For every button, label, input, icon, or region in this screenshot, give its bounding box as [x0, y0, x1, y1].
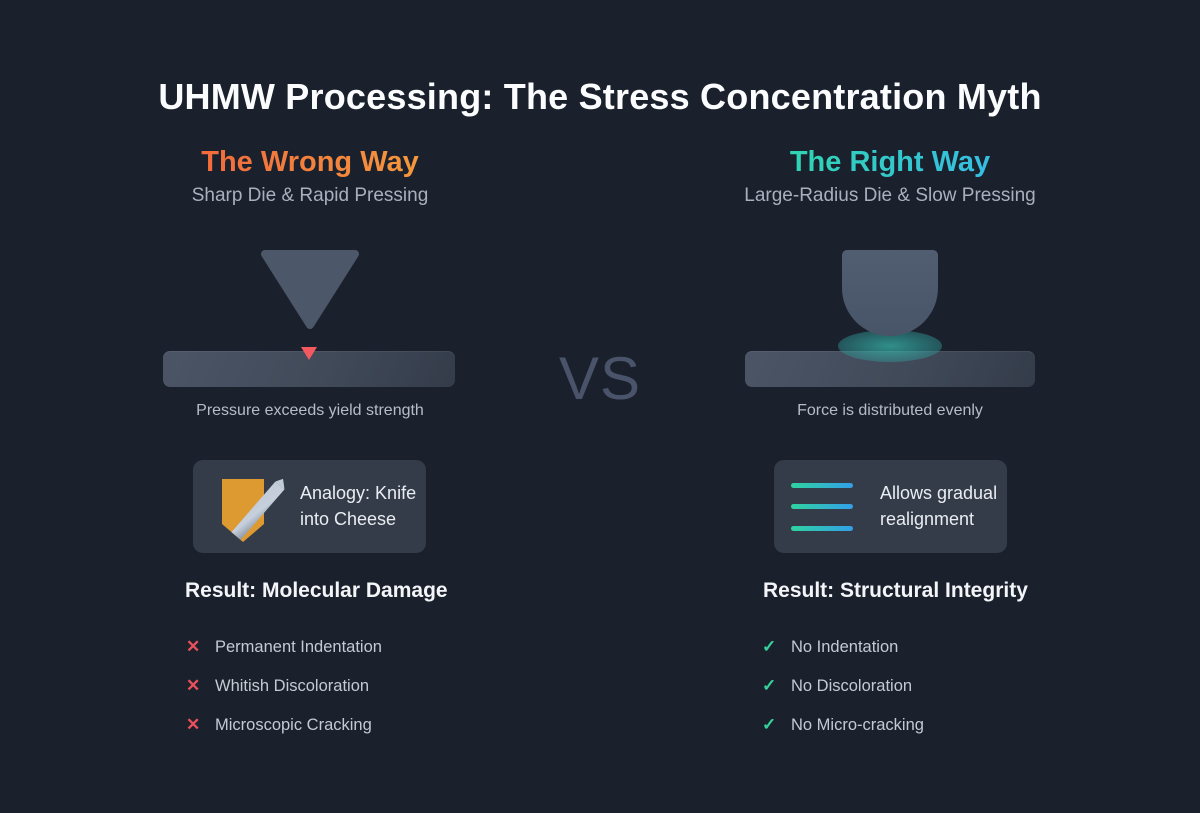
list-item-label: Permanent Indentation — [215, 637, 382, 656]
cross-icon: ✕ — [186, 676, 201, 695]
list-item-label: Microscopic Cracking — [215, 715, 372, 734]
list-item-label: Whitish Discoloration — [215, 676, 370, 695]
check-icon: ✓ — [762, 637, 777, 656]
right-way-subheading: Large-Radius Die & Slow Pressing — [744, 185, 1036, 206]
material-bar-left — [163, 347, 455, 387]
list-item: ✕ Whitish Discoloration — [186, 675, 382, 697]
list-item: ✕ Permanent Indentation — [186, 636, 382, 658]
alignment-lines-icon — [791, 482, 853, 531]
check-icon: ✓ — [762, 676, 777, 695]
result-heading-wrong: Result: Molecular Damage — [185, 579, 448, 602]
result-list-right: ✓ No Indentation ✓ No Discoloration ✓ No… — [762, 636, 924, 753]
vs-label: VS — [558, 345, 642, 412]
wrong-way-subheading: Sharp Die & Rapid Pressing — [191, 185, 429, 206]
analogy-card-text: Allows gradual realignment — [880, 482, 998, 529]
page-title: UHMW Processing: The Stress Concentratio… — [158, 76, 1042, 118]
list-item: ✓ No Micro-cracking — [762, 714, 924, 736]
list-item-label: No Indentation — [791, 637, 899, 656]
list-item-label: No Discoloration — [791, 676, 913, 695]
right-way-caption: Force is distributed evenly — [797, 402, 983, 419]
cross-icon: ✕ — [186, 715, 201, 734]
alignment-line — [791, 482, 853, 488]
cross-icon: ✕ — [186, 637, 201, 656]
list-item: ✕ Microscopic Cracking — [186, 714, 382, 736]
alignment-line — [791, 504, 853, 509]
alignment-line — [791, 525, 853, 531]
analogy-card-right: Allows gradual realignment — [774, 460, 1007, 553]
sharp-die-shape — [261, 250, 359, 329]
wrong-way-caption: Pressure exceeds yield strength — [196, 402, 424, 419]
analogy-card-text: Analogy: Knife into Cheese — [300, 482, 417, 529]
round-die-shape — [842, 250, 938, 336]
result-heading-right: Result: Structural Integrity — [763, 579, 1028, 602]
list-item: ✓ No Discoloration — [762, 675, 924, 697]
wrong-way-heading: The Wrong Way — [120, 146, 500, 179]
stress-point-marker — [301, 347, 317, 360]
knife-shield-icon — [222, 478, 285, 542]
check-icon: ✓ — [762, 715, 777, 734]
right-way-heading: The Right Way — [700, 146, 1080, 179]
result-list-wrong: ✕ Permanent Indentation ✕ Whitish Discol… — [186, 636, 382, 753]
list-item: ✓ No Indentation — [762, 636, 924, 658]
list-item-label: No Micro-cracking — [791, 715, 924, 734]
analogy-card-wrong: Analogy: Knife into Cheese — [193, 460, 426, 553]
